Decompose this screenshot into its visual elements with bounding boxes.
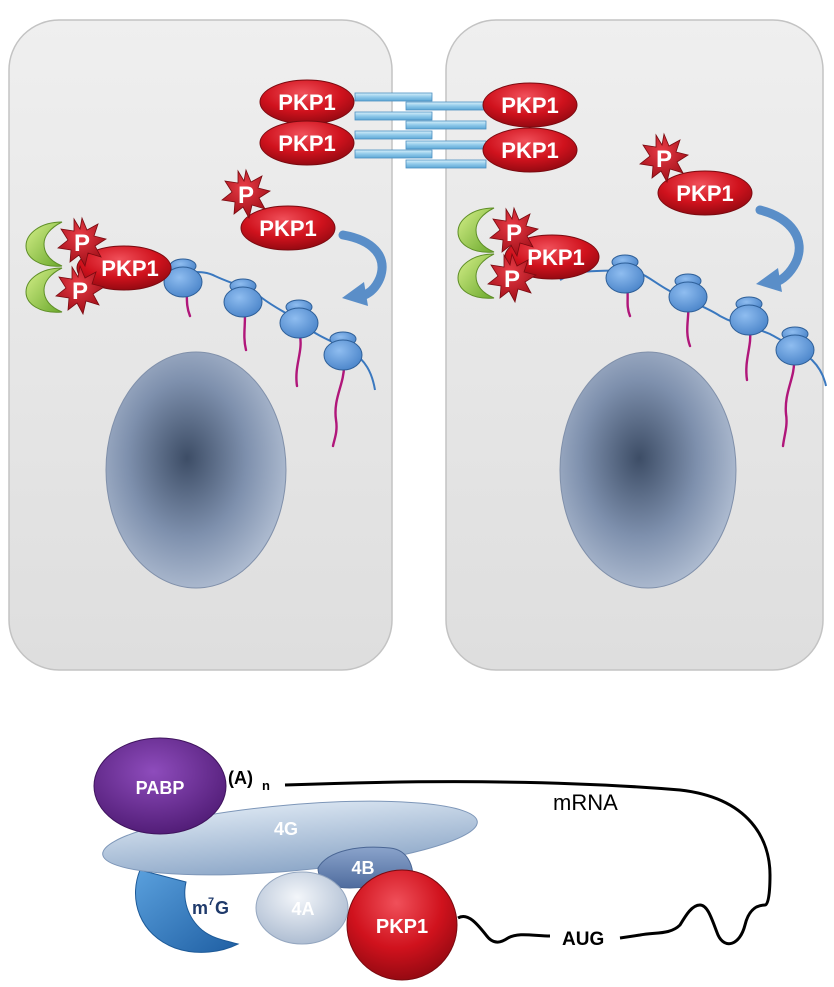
pkp1-cap-complex-left: PKP1 [76, 245, 172, 291]
eif4a-label: 4A [291, 899, 314, 919]
ribosome-left-4 [323, 331, 363, 371]
aug-label: AUG [562, 929, 604, 950]
pkp1-initiation-label: PKP1 [376, 916, 428, 938]
mrna-loop [284, 780, 772, 946]
svg-text:m: m [192, 898, 208, 918]
p-star-right-top: P [489, 207, 539, 257]
pkp1-desmosome-left-top: PKP1 [259, 79, 355, 125]
ribosome-left-2 [223, 278, 263, 318]
svg-text:n: n [262, 778, 270, 793]
svg-text:P: P [238, 182, 254, 209]
pkp1-free-right: PKP1 [657, 170, 753, 216]
pkp1-initiation [346, 869, 458, 981]
eif4g-label: 4G [274, 819, 298, 839]
m7g-cap [135, 869, 240, 953]
ribosome-right-2 [668, 273, 708, 313]
eif4a [255, 871, 349, 945]
ribosome-right-4 [775, 326, 815, 366]
pkp1-desmosome-right-bottom: PKP1 [482, 127, 578, 173]
pkp1-desmosome-right-top: PKP1 [482, 82, 578, 128]
pabp [93, 737, 227, 835]
eif4b-label: 4B [351, 858, 374, 878]
pkp1-cap-complex-right: PKP1 [504, 234, 600, 280]
svg-text:P: P [504, 266, 520, 293]
pabp-label: PABP [136, 778, 185, 798]
svg-text:PKP1: PKP1 [676, 181, 733, 206]
mrna-label: mRNA [553, 790, 618, 815]
mrna-5prime [457, 915, 551, 944]
recruitment-arrow-right [755, 205, 804, 292]
svg-text:P: P [74, 230, 90, 257]
p-star-right-bottom: P [487, 253, 537, 303]
ribosome-right-3 [729, 296, 769, 336]
ribosome-left-3 [279, 299, 319, 339]
nucleus-right [559, 351, 737, 589]
svg-text:P: P [656, 146, 672, 173]
nucleus-left [105, 351, 287, 589]
svg-text:PKP1: PKP1 [527, 245, 584, 270]
svg-text:P: P [72, 278, 88, 305]
svg-text:7: 7 [208, 896, 214, 908]
recruitment-arrow-left [338, 230, 387, 306]
svg-text:PKP1: PKP1 [278, 131, 335, 156]
m7g-label: m 7 G [192, 896, 229, 918]
svg-text:PKP1: PKP1 [278, 90, 335, 115]
svg-text:G: G [215, 898, 229, 918]
p-star-free-right: P [639, 133, 689, 183]
svg-text:PKP1: PKP1 [501, 93, 558, 118]
ribosome-right-1 [605, 254, 645, 294]
svg-text:P: P [506, 220, 522, 247]
svg-text:PKP1: PKP1 [259, 216, 316, 241]
p-star-left-bottom: P [55, 265, 105, 315]
p-star-free-left: P [221, 169, 271, 219]
desmosome-links [354, 92, 487, 169]
pkp1-desmosome-left-bottom: PKP1 [259, 120, 355, 166]
p-star-left-top: P [57, 217, 107, 267]
svg-text:PKP1: PKP1 [101, 256, 158, 281]
pkp1-free-left: PKP1 [240, 205, 336, 251]
svg-text:PKP1: PKP1 [501, 138, 558, 163]
cell-left [8, 19, 393, 671]
svg-text:(A): (A) [228, 768, 253, 788]
polya-label: (A) n [228, 768, 270, 793]
